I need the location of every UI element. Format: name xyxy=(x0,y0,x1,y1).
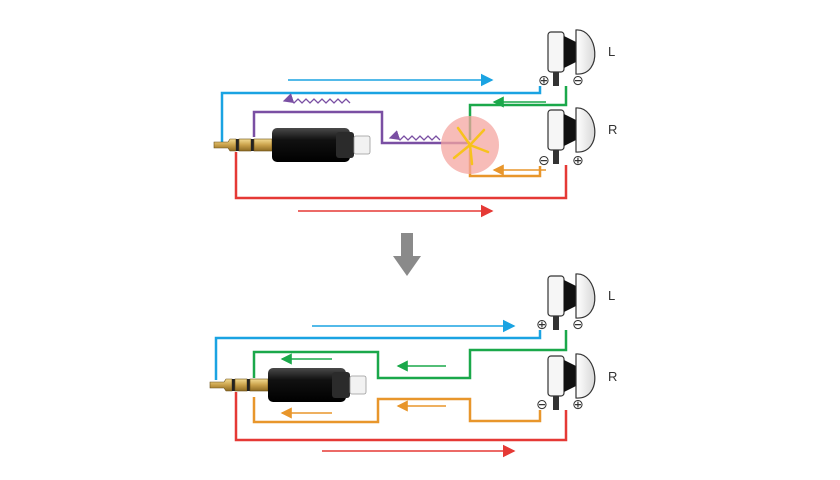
left-minus-symbol: ⊖ xyxy=(572,317,584,333)
red-wire xyxy=(234,392,568,442)
red-wire xyxy=(234,152,568,200)
down-arrow-icon xyxy=(393,233,421,276)
panel-after: L R ⊕ ⊖ ⊖ ⊕ xyxy=(209,273,617,458)
audio-plug xyxy=(209,367,367,403)
orange-wire xyxy=(252,397,542,424)
purple-zigzag-upper xyxy=(282,93,351,104)
green-wire xyxy=(252,330,568,380)
audio-plug xyxy=(213,127,371,163)
right-minus-symbol: ⊖ xyxy=(536,397,548,413)
left-channel-label: L xyxy=(608,288,615,303)
blue-wire xyxy=(214,330,542,380)
left-plus-symbol: ⊕ xyxy=(538,73,550,89)
left-channel-label: L xyxy=(608,44,615,59)
left-minus-symbol: ⊖ xyxy=(572,73,584,89)
spark-icon xyxy=(452,126,490,166)
right-plus-symbol: ⊕ xyxy=(572,397,584,413)
right-minus-symbol: ⊖ xyxy=(538,153,550,169)
purple-zigzag-lower xyxy=(388,130,441,141)
purple-wire xyxy=(252,110,470,145)
left-plus-symbol: ⊕ xyxy=(536,317,548,333)
right-channel-label: R xyxy=(608,369,617,384)
right-plus-symbol: ⊕ xyxy=(572,153,584,169)
panel-before: L R ⊕ ⊖ ⊖ ⊕ xyxy=(213,29,617,218)
right-channel-label: R xyxy=(608,122,617,137)
blue-wire xyxy=(220,86,542,143)
